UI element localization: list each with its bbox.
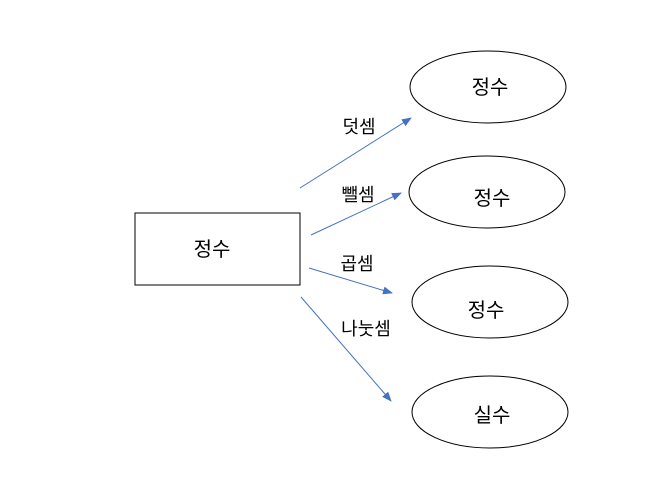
target-ellipse-2: [408, 155, 566, 229]
target-node-3: 정수: [411, 265, 569, 339]
target-ellipse-1: [409, 50, 567, 124]
source-box: [134, 212, 301, 286]
edge-label-3: 곱셈: [340, 254, 373, 275]
target-ellipse-4: [411, 375, 569, 449]
edge-label-2: 뺄셈: [341, 185, 374, 206]
target-ellipse-3: [411, 265, 569, 339]
edge-arrow-2: [310, 192, 402, 236]
source-node: 정수: [134, 212, 301, 286]
edge-label-1: 덧셈: [342, 117, 375, 138]
source-node-label: 정수: [194, 237, 231, 261]
target-node-label-1: 정수: [472, 75, 509, 99]
target-node-label-2: 정수: [474, 186, 511, 210]
edge-arrow-1: [299, 117, 412, 189]
edge-label-4: 나눗셈: [341, 319, 391, 340]
target-node-1: 정수: [409, 50, 567, 124]
target-node-label-4: 실수: [474, 403, 511, 427]
edge-arrow-3: [308, 267, 393, 295]
edge-arrow-4: [300, 296, 392, 402]
target-node-2: 정수: [408, 155, 566, 229]
target-node-4: 실수: [411, 375, 569, 449]
target-node-label-3: 정수: [468, 298, 505, 322]
